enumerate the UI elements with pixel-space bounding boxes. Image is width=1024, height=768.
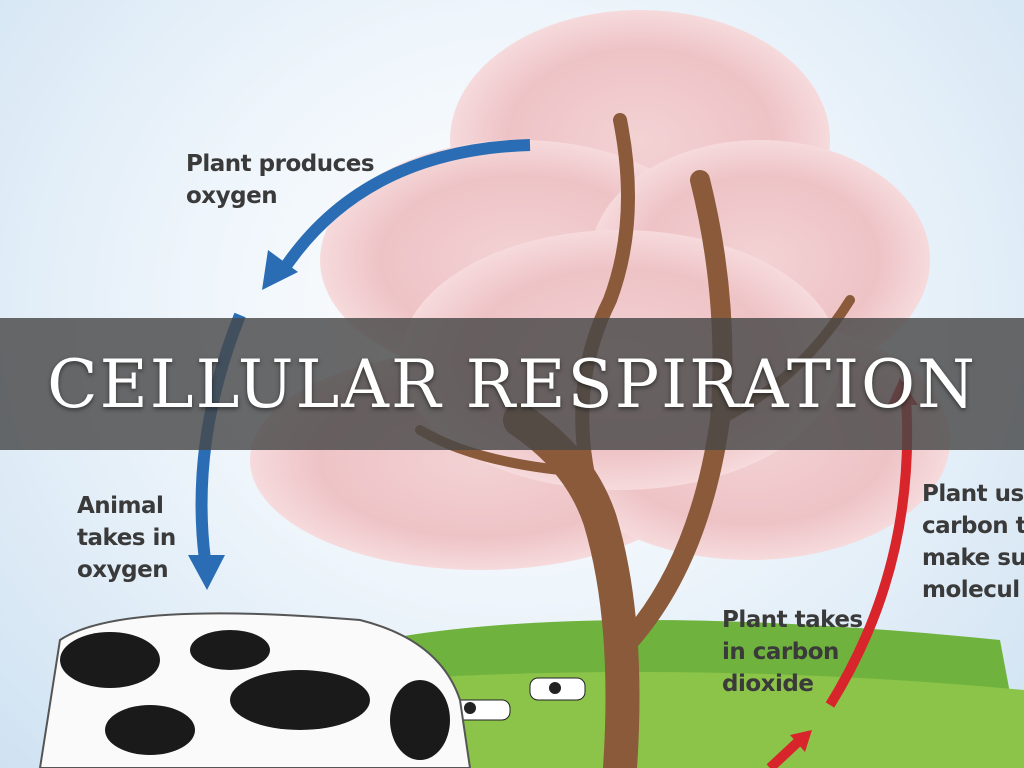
title-band: CELLULAR RESPIRATION <box>0 318 1024 450</box>
label-line: Plant takes <box>722 607 863 633</box>
label-line: Animal <box>77 493 164 519</box>
label-plant-takes-in-co2: Plant takes in carbon dioxide <box>722 604 863 700</box>
cow <box>38 612 472 768</box>
label-animal-takes-in-oxygen: Animal takes in oxygen <box>77 490 176 586</box>
label-line: dioxide <box>722 671 814 697</box>
oxygen-arrowhead-lower <box>188 555 225 590</box>
label-line: in carbon <box>722 639 839 665</box>
label-line: takes in <box>77 525 176 551</box>
label-plant-uses-carbon: Plant us carbon t make su molecul <box>922 478 1024 606</box>
label-line: Plant produces <box>186 151 375 177</box>
co2-arrowhead-bottom <box>790 730 812 752</box>
label-line: make su <box>922 545 1024 571</box>
label-plant-produces-oxygen: Plant produces oxygen <box>186 148 375 212</box>
label-line: oxygen <box>77 557 169 583</box>
oxygen-arrowhead-upper <box>262 250 298 290</box>
oxygen-arrow-upper <box>274 139 531 279</box>
label-line: oxygen <box>186 183 278 209</box>
label-line: carbon t <box>922 513 1024 539</box>
label-line: molecul <box>922 577 1020 603</box>
label-line: Plant us <box>922 481 1024 507</box>
slide-title: CELLULAR RESPIRATION <box>47 345 977 423</box>
co2-arrow-bottom <box>766 736 804 768</box>
